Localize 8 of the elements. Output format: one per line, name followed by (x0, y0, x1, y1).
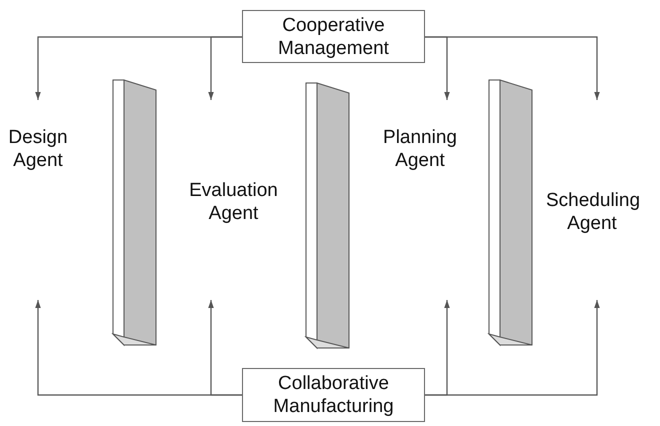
process-box (242, 368, 425, 422)
arrow (425, 300, 600, 396)
arrow (208, 300, 242, 396)
box-label: Cooperative Management (277, 14, 390, 60)
arrow (425, 36, 600, 100)
arrow (208, 36, 242, 100)
process-box (242, 10, 425, 63)
box-label: Collaborative Manufacturing (272, 372, 395, 418)
